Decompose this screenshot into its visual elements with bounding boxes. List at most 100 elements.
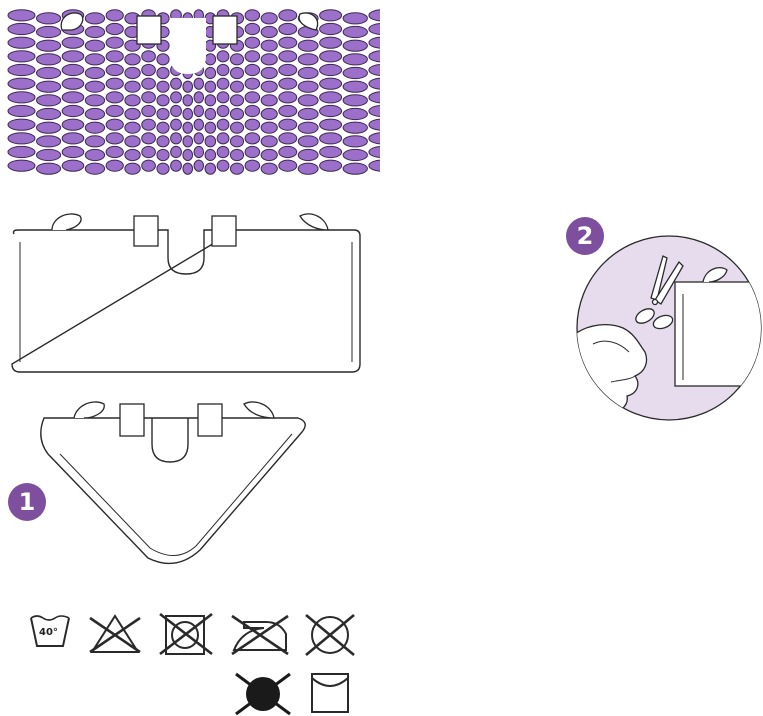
- pad-texture-nub: [204, 121, 217, 134]
- pad-texture-nub: [244, 159, 261, 172]
- pad-texture-nub: [61, 36, 85, 49]
- pad-texture-nub: [216, 159, 230, 172]
- pad-texture-nub: [278, 159, 298, 172]
- pad-texture-nub: [319, 91, 343, 104]
- pad-texture-nub: [229, 162, 245, 175]
- pad-texture-nub: [260, 121, 278, 134]
- pad-texture-nub: [278, 145, 298, 159]
- pad-texture-nub: [84, 66, 106, 80]
- pad-texture-nub: [7, 63, 36, 77]
- pad-texture-nub: [170, 118, 182, 131]
- pad-texture-nub: [297, 121, 319, 134]
- pad-texture-nub: [36, 162, 62, 175]
- pad-texture-nub: [84, 162, 106, 175]
- pad-texture-nub: [229, 94, 245, 107]
- pad-texture-nub: [156, 121, 170, 134]
- pad-texture-nub: [105, 77, 124, 90]
- step-2-badge: 2: [566, 217, 604, 255]
- pad-texture-nub: [260, 162, 278, 175]
- pad-texture-nub: [105, 159, 124, 172]
- pad-texture-nub: [260, 39, 278, 52]
- pad-texture-nub: [36, 53, 62, 66]
- step-1-badge: 1: [8, 483, 46, 521]
- pad-texture-nub: [342, 94, 368, 107]
- triangle-pad-outline: [40, 417, 306, 565]
- pad-texture-nub: [319, 22, 343, 36]
- right-strap-loop: [298, 12, 319, 31]
- pad-texture-nub: [319, 104, 343, 118]
- pad-texture-nub: [61, 91, 85, 104]
- flat-pad-outline: [11, 229, 361, 373]
- pad-texture-nub: [156, 162, 170, 175]
- pad-texture-nub: [36, 121, 62, 134]
- pad-texture-nub: [204, 162, 217, 175]
- pad-texture-nub: [182, 107, 194, 121]
- pad-texture-nub: [229, 66, 245, 80]
- pad-texture-nub: [84, 53, 106, 66]
- pad-texture-nub: [216, 63, 230, 77]
- inset-pad-corner: [674, 281, 761, 387]
- pad-texture-nub: [61, 77, 85, 90]
- pad-texture-nub: [156, 53, 170, 66]
- pad-texture-nub: [216, 104, 230, 118]
- tri-left-velcro-tab: [119, 403, 145, 437]
- pad-texture-nub: [244, 36, 261, 49]
- pad-texture-nub: [342, 135, 368, 148]
- pad-texture-nub: [182, 121, 194, 134]
- pad-texture-nub: [244, 9, 261, 22]
- pad-texture-nub: [84, 135, 106, 148]
- flat-left-velcro-tab: [133, 215, 159, 247]
- pad-texture-nub: [260, 25, 278, 39]
- no-dry-heat-icon: [235, 672, 291, 716]
- pad-texture-nub: [7, 91, 36, 104]
- pad-texture-nub: [216, 50, 230, 63]
- pad-texture-nub: [278, 9, 298, 22]
- pad-texture-nub: [36, 66, 62, 80]
- pad-texture-nub: [141, 104, 156, 118]
- pad-texture-nub: [278, 104, 298, 118]
- pad-texture-nub: [204, 94, 217, 107]
- pad-texture-nub: [156, 94, 170, 107]
- pad-texture-nub: [105, 132, 124, 145]
- pad-texture-nub: [368, 50, 380, 63]
- pad-texture-nub: [170, 77, 182, 90]
- pad-texture-nub: [244, 77, 261, 90]
- pad-texture-nub: [124, 66, 141, 80]
- pad-texture-nub: [319, 159, 343, 172]
- pad-texture-nub: [204, 80, 217, 93]
- pad-texture-nub: [368, 22, 380, 36]
- pad-texture-nub: [84, 121, 106, 134]
- pad-texture-nub: [319, 63, 343, 77]
- pad-texture-nub: [193, 91, 205, 104]
- pad-texture-nub: [216, 132, 230, 145]
- tri-right-strap: [243, 401, 275, 419]
- pad-texture-nub: [216, 91, 230, 104]
- pad-texture-nub: [204, 148, 217, 162]
- pad-texture-nub: [260, 148, 278, 162]
- pad-texture-nub: [297, 135, 319, 148]
- pad-texture-nub: [193, 104, 205, 118]
- pad-texture-nub: [244, 145, 261, 159]
- pad-texture-nub: [61, 104, 85, 118]
- pad-texture-nub: [156, 66, 170, 80]
- pad-texture-nub: [7, 77, 36, 90]
- pad-texture-nub: [36, 12, 62, 25]
- pad-texture-nub: [84, 39, 106, 52]
- pad-texture-nub: [297, 66, 319, 80]
- flat-right-velcro-tab: [211, 215, 237, 247]
- pad-texture-nub: [297, 39, 319, 52]
- pad-texture-nub: [319, 132, 343, 145]
- pad-texture-nub: [84, 107, 106, 121]
- pad-texture-nub: [342, 53, 368, 66]
- pad-texture-nub: [182, 94, 194, 107]
- pad-texture-nub: [260, 12, 278, 25]
- no-bleach-icon: [89, 614, 141, 654]
- pad-texture-nub: [342, 12, 368, 25]
- pad-texture-nub: [368, 36, 380, 49]
- pad-texture-nub: [141, 159, 156, 172]
- pad-texture-nub: [105, 36, 124, 49]
- wash-temperature-label: 40°: [39, 627, 58, 638]
- pad-texture-nub: [124, 162, 141, 175]
- pad-texture-nub: [170, 91, 182, 104]
- right-velcro-tab: [212, 15, 238, 45]
